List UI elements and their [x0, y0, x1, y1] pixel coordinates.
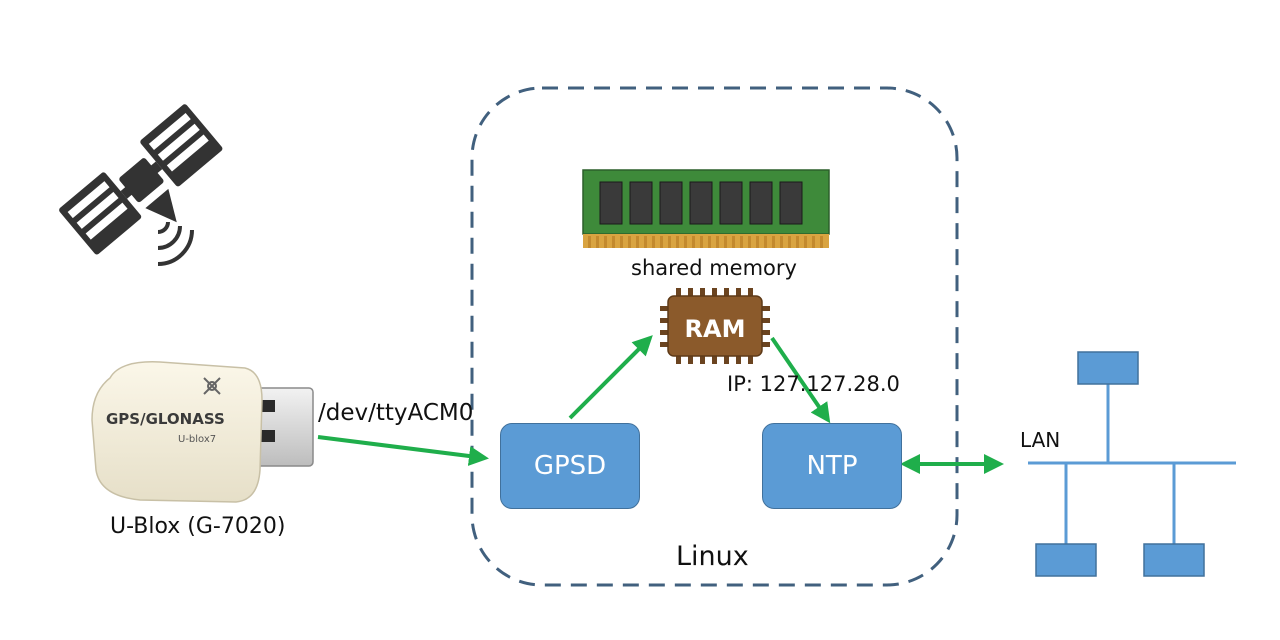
linux-label: Linux: [676, 541, 749, 572]
satellite-icon: [59, 104, 223, 266]
dongle-model-text: U-blox7: [178, 434, 216, 445]
network-node-icon: [1077, 351, 1139, 385]
lan-label: LAN: [1020, 428, 1061, 452]
shared-memory-label: shared memory: [631, 256, 797, 280]
network-node-icon: [1035, 543, 1097, 577]
lan-topology: [1028, 351, 1236, 577]
ram-to-ntp-arrow: [770, 336, 831, 424]
serial-link-label: /dev/ttyACM0: [318, 400, 474, 426]
usb-gps-dongle-icon: [91, 361, 314, 503]
ram-chip-icon: [660, 288, 770, 364]
dongle-brand-text: GPS/GLONASS: [106, 410, 225, 428]
memory-module-icon: [582, 169, 830, 248]
glonass-logo-icon: [203, 377, 221, 395]
gpsd-process-box: GPSD: [500, 423, 640, 509]
network-node-icon: [1143, 543, 1205, 577]
gpsd-to-ram-arrow: [568, 335, 653, 420]
dongle-caption: U-Blox (G-7020): [110, 514, 286, 539]
linux-boundary: [470, 86, 959, 587]
ip-address-label: IP: 127.127.28.0: [727, 372, 900, 396]
ram-chip-label: RAM: [685, 315, 746, 343]
serial-link-arrow: [317, 435, 489, 466]
ntp-process-box: NTP: [762, 423, 902, 509]
